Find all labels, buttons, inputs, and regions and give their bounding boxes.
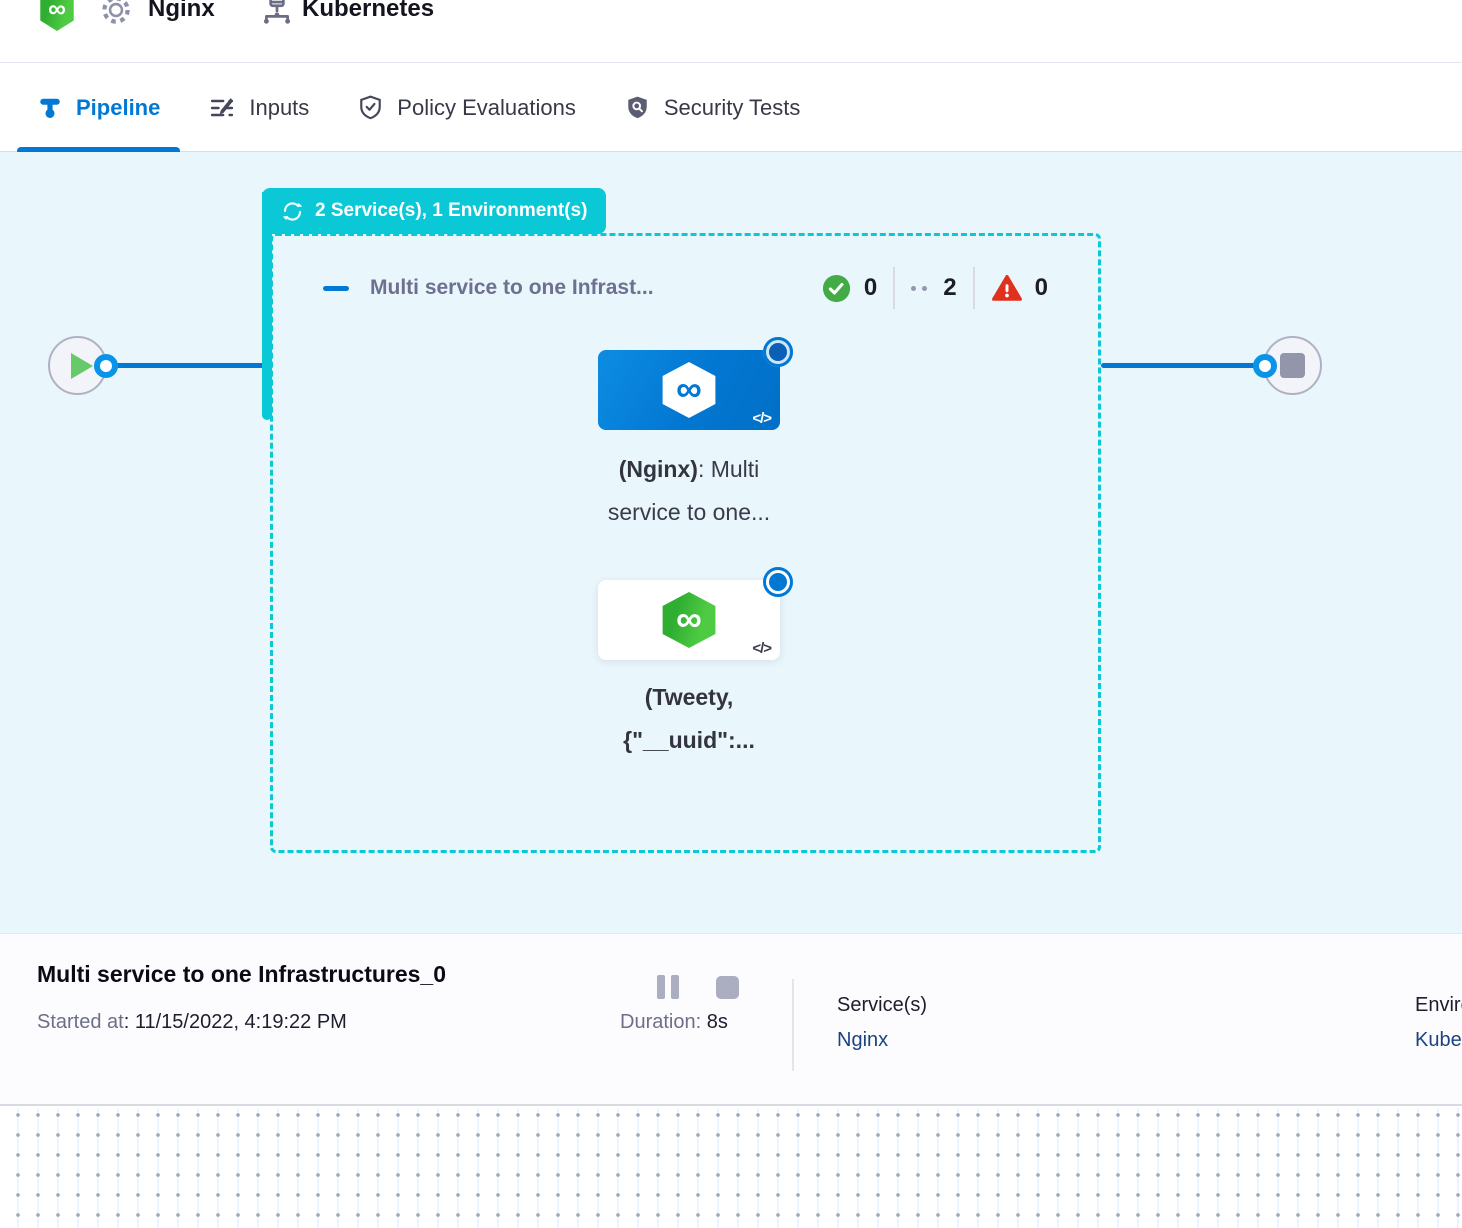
tab-label: Security Tests xyxy=(663,94,801,120)
infinity-glyph: ∞ xyxy=(676,367,702,409)
tab-inputs[interactable]: Inputs xyxy=(188,64,329,151)
running-spinner-icon xyxy=(763,567,793,597)
console-grid-area xyxy=(0,1108,1462,1228)
connector-dot-end xyxy=(1253,354,1277,378)
node-label-tweety: (Tweety, {"__uuid":... xyxy=(549,676,829,762)
divider xyxy=(972,267,975,309)
node-label-line1: (Tweety, xyxy=(644,684,734,710)
stage-group-bracket xyxy=(262,192,272,420)
started-at-value: : 11/15/2022, 4:19:22 PM xyxy=(123,1011,347,1033)
stage-group-box[interactable]: Multi service to one Infrast... 0 2 xyxy=(270,233,1101,853)
started-at-label: Started at xyxy=(37,1011,124,1033)
kubernetes-cluster-icon xyxy=(260,0,294,27)
execution-summary-bar: Multi service to one Infrastructures_0 S… xyxy=(0,933,1462,1106)
execution-title: Multi service to one Infrastructures_0 xyxy=(37,961,447,987)
running-count: 2 xyxy=(943,274,957,301)
running-spinner-icon xyxy=(763,337,793,367)
service-node-tweety[interactable]: ∞ </> xyxy=(598,580,780,660)
node-label-nginx: (Nginx): Multi service to one... xyxy=(549,448,829,534)
play-icon xyxy=(71,353,93,379)
failed-count: 0 xyxy=(1034,274,1048,301)
tab-label: Inputs xyxy=(249,94,310,120)
environments-link[interactable]: Kubernetes xyxy=(1415,1029,1462,1051)
node-label-bold: (Nginx) xyxy=(618,456,698,482)
inputs-icon xyxy=(208,94,236,122)
stage-group-badge-label: 2 Service(s), 1 Environment(s) xyxy=(315,200,588,221)
tab-label: Policy Evaluations xyxy=(397,94,576,120)
duration-value: 8s xyxy=(706,1011,728,1033)
pipeline-canvas: 2 Service(s), 1 Environment(s) Multi ser… xyxy=(0,152,1462,933)
tab-label: Pipeline xyxy=(76,94,161,120)
collapse-icon[interactable] xyxy=(323,285,349,291)
gear-icon xyxy=(99,0,133,27)
failed-warning-icon xyxy=(991,272,1023,304)
harness-hexagon-icon: ∞ xyxy=(662,592,716,648)
code-icon: </> xyxy=(752,640,772,657)
stage-status-counts: 0 2 0 xyxy=(821,267,1048,309)
success-count: 0 xyxy=(863,274,878,301)
loop-icon xyxy=(281,200,304,223)
start-node xyxy=(48,336,107,395)
shield-check-icon xyxy=(357,94,384,121)
pause-icon xyxy=(657,975,679,999)
infinity-glyph: ∞ xyxy=(676,597,702,639)
stop-icon xyxy=(716,976,739,999)
tab-pipeline[interactable]: Pipeline xyxy=(17,64,181,152)
shield-scan-icon xyxy=(624,94,651,121)
success-check-icon xyxy=(821,273,852,304)
pipeline-icon xyxy=(37,95,63,121)
view-tabs: Pipeline Inputs Policy Evaluations xyxy=(0,64,1462,152)
services-link[interactable]: Nginx xyxy=(837,1029,889,1051)
services-label: Service(s) xyxy=(837,994,928,1016)
edge-left xyxy=(104,363,264,368)
duration-label: Duration: xyxy=(620,1011,702,1033)
service-chip[interactable]: Nginx xyxy=(148,0,215,22)
divider xyxy=(893,267,896,309)
tab-security-tests[interactable]: Security Tests xyxy=(604,64,821,151)
harness-service-icon: ∞ xyxy=(40,0,74,31)
stop-icon xyxy=(1280,353,1305,378)
running-dots-icon xyxy=(911,285,928,291)
abort-button[interactable] xyxy=(716,976,739,999)
tab-policy-evaluations[interactable]: Policy Evaluations xyxy=(337,64,596,151)
stage-title: Multi service to one Infrast... xyxy=(370,276,654,299)
environments-label: Environment(s) xyxy=(1415,994,1462,1016)
edge-right xyxy=(1101,363,1265,368)
divider xyxy=(792,979,794,1071)
harness-hexagon-icon: ∞ xyxy=(662,362,716,418)
environment-chip[interactable]: Kubernetes xyxy=(302,0,435,22)
stage-group-badge: 2 Service(s), 1 Environment(s) xyxy=(262,188,607,234)
pause-button[interactable] xyxy=(657,975,679,999)
code-icon: </> xyxy=(752,410,772,427)
service-node-nginx[interactable]: ∞ </> xyxy=(598,350,780,430)
infinity-glyph: ∞ xyxy=(48,0,66,23)
end-node xyxy=(1263,336,1322,395)
node-label-rest: : Multi xyxy=(697,456,760,482)
node-label-line2: {"__uuid":... xyxy=(623,727,755,753)
connector-dot-start xyxy=(94,354,118,378)
node-label-line2: service to one... xyxy=(607,499,771,525)
execution-header: ∞ Nginx Kubernetes xyxy=(0,0,1462,63)
stage-group-header: Multi service to one Infrast... xyxy=(323,276,654,300)
